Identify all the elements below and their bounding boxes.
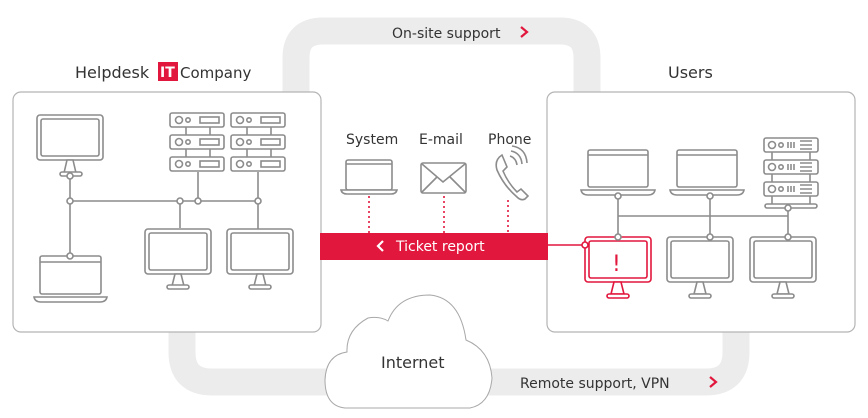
network-nodes <box>581 192 792 249</box>
users-network <box>617 196 789 237</box>
it-company-logo: IT Company <box>158 62 251 82</box>
server-rack-icon <box>169 112 225 172</box>
logo-mark-bg <box>158 62 178 81</box>
alert-glyph: ! <box>612 252 621 277</box>
channel-connectors <box>368 196 509 233</box>
network-nodes <box>66 172 262 260</box>
channel-label-system: System <box>346 132 398 148</box>
chevron-left-icon <box>376 240 384 252</box>
helpdesk-title: Helpdesk <box>75 63 150 82</box>
ticket-report-label: Ticket report <box>395 239 485 255</box>
monitor-icon <box>226 228 294 290</box>
logo-text: Company <box>180 64 251 82</box>
logo-mark: IT <box>160 65 175 81</box>
cloud-icon <box>324 294 493 409</box>
internet-label: Internet <box>381 353 445 372</box>
laptop-icon <box>339 159 399 195</box>
channel-label-email: E-mail <box>419 132 463 148</box>
users-title: Users <box>668 63 713 82</box>
laptop-icon <box>580 149 656 196</box>
monitor-icon <box>36 114 104 177</box>
envelope-icon <box>420 162 467 194</box>
chevron-right-icon <box>709 376 718 388</box>
alert-monitor-icon: ! <box>584 236 652 299</box>
onsite-support-track <box>282 17 601 92</box>
channel-label-phone: Phone <box>488 132 531 148</box>
onsite-support-label: On-site support <box>392 26 501 42</box>
monitor-icon <box>144 228 212 290</box>
remote-support-label: Remote support, VPN <box>520 376 670 392</box>
server-rack-icon <box>230 112 286 172</box>
chevron-right-icon <box>520 26 529 38</box>
laptop-icon <box>33 255 108 303</box>
monitor-icon <box>666 236 734 299</box>
phone-icon <box>495 145 530 201</box>
laptop-icon <box>669 149 745 196</box>
monitor-icon <box>749 236 817 299</box>
ticket-report-bar <box>320 233 548 260</box>
